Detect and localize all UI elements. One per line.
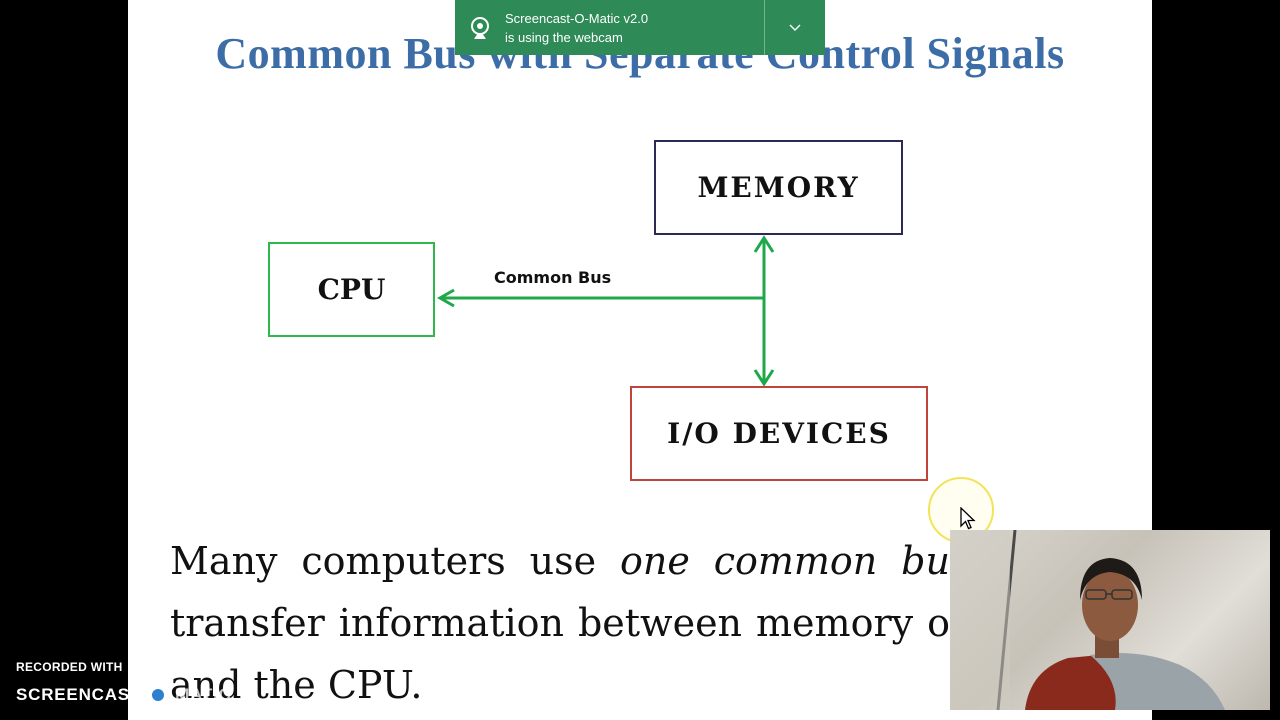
screencast-watermark: RECORDED WITH SCREENCAST MATIC: [16, 660, 232, 710]
webcam-overlay: [950, 530, 1270, 710]
watermark-brand: SCREENCAST MATIC: [16, 680, 232, 710]
word: use: [529, 539, 597, 583]
chevron-down-icon: [789, 24, 801, 31]
word: information: [338, 601, 564, 645]
webcam-icon: [471, 16, 489, 39]
common-bus-label: Common Bus: [494, 268, 612, 287]
word-italic: common: [713, 539, 878, 583]
notification-message: is using the webcam: [505, 29, 623, 45]
notification-app-name: Screencast-O-Matic v2.0: [505, 10, 649, 26]
webcam-notification[interactable]: Screencast-O-Matic v2.0 is using the web…: [455, 0, 825, 55]
screencast-logo-icon: [144, 681, 173, 709]
watermark-brand-left: SCREENCAST: [16, 685, 142, 704]
slide: Common Bus with Separate Control Signals…: [128, 0, 1152, 720]
cpu-label: CPU: [317, 273, 386, 306]
io-arrowhead: [753, 369, 775, 387]
watermark-recorded-with: RECORDED WITH: [16, 660, 123, 674]
io-devices-box: I/O DEVICES: [630, 386, 928, 481]
memory-box: MEMORY: [654, 140, 903, 235]
word: Many: [170, 539, 278, 583]
word: memory: [756, 601, 914, 645]
notification-text: Screencast-O-Matic v2.0 is using the web…: [505, 9, 648, 47]
watermark-brand-right: MATIC: [175, 685, 232, 704]
slide-body-text: Many computers use one common bu transfe…: [170, 530, 950, 716]
word: o: [927, 601, 950, 645]
word: computers: [301, 539, 506, 583]
cpu-arrowhead: [436, 288, 455, 308]
word: between: [577, 601, 743, 645]
cpu-box: CPU: [268, 242, 435, 337]
webcam-presenter-image: [950, 530, 1225, 710]
body-line-3: and the CPU.: [170, 663, 423, 707]
mouse-pointer-icon: [960, 507, 976, 530]
word-italic: one: [619, 539, 690, 583]
notification-expand-button[interactable]: [764, 0, 825, 55]
word: transfer: [170, 601, 325, 645]
io-devices-label: I/O DEVICES: [667, 417, 891, 450]
body-line-2: transfer information between memory o: [170, 592, 950, 654]
memory-arrowhead: [753, 235, 775, 253]
notification-body[interactable]: Screencast-O-Matic v2.0 is using the web…: [455, 0, 764, 55]
word-italic: bu: [901, 539, 950, 583]
memory-label: MEMORY: [697, 171, 860, 204]
body-line-1: Many computers use one common bu: [170, 530, 950, 592]
